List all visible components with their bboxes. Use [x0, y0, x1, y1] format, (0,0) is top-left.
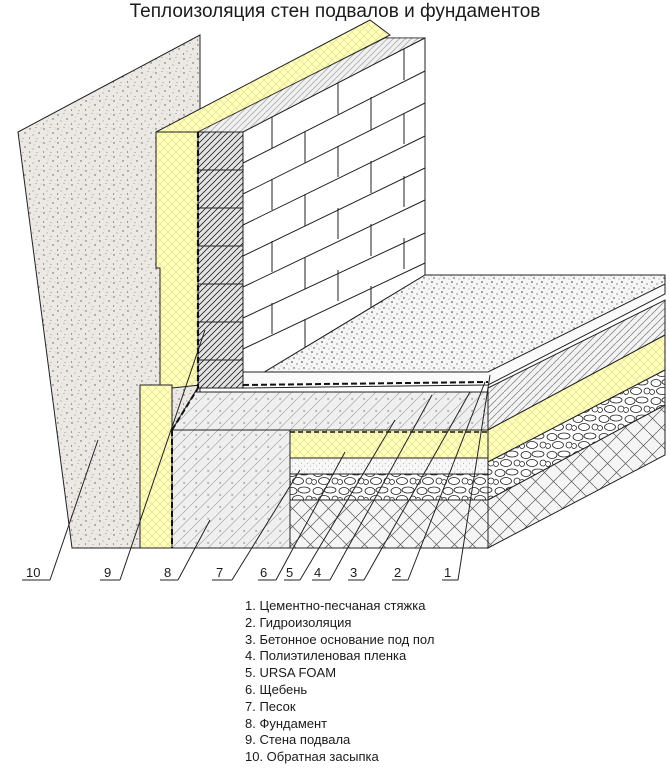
callout-9: 9 [104, 565, 111, 580]
foundation [171, 387, 489, 549]
legend-item: 6. Щебень [245, 681, 308, 697]
leader-lines [22, 329, 491, 581]
callout-7: 7 [216, 565, 223, 580]
callout-10: 10 [26, 565, 40, 580]
legend-item: 3. Бетонное основание под пол [245, 631, 435, 647]
callout-8: 8 [164, 565, 171, 580]
basement-insulation-diagram: 10 9 8 7 6 5 4 3 2 1 [17, 19, 666, 581]
callout-6: 6 [260, 565, 267, 580]
legend: 1. Цементно-песчаная стяжка 2. Гидроизол… [245, 598, 434, 766]
legend-item: 8. Фундамент [245, 715, 328, 731]
callout-2: 2 [394, 565, 401, 580]
legend-item: 1. Цементно-песчаная стяжка [245, 598, 426, 613]
diagram-title: Теплоизоляция стен подвалов и фундаменто… [129, 1, 541, 22]
floor-section-layers [289, 429, 489, 549]
legend-item: 10. Обратная засыпка [245, 749, 379, 765]
legend-item: 7. Песок [245, 698, 296, 714]
basement-wall [196, 37, 426, 389]
legend-item: 2. Гидроизоляция [245, 614, 352, 630]
callout-5: 5 [286, 565, 293, 580]
floor-slab-right [487, 299, 666, 549]
callout-numbers: 10 9 8 7 6 5 4 3 2 1 [26, 565, 451, 580]
legend-item: 4. Полиэтиленовая пленка [245, 648, 407, 664]
legend-item: 9. Стена подвала [245, 732, 351, 748]
cement-screed [241, 274, 666, 389]
legend-item: 5. URSA FOAM [245, 665, 337, 681]
callout-1: 1 [444, 565, 451, 580]
callout-4: 4 [314, 565, 321, 580]
callout-3: 3 [350, 565, 357, 580]
